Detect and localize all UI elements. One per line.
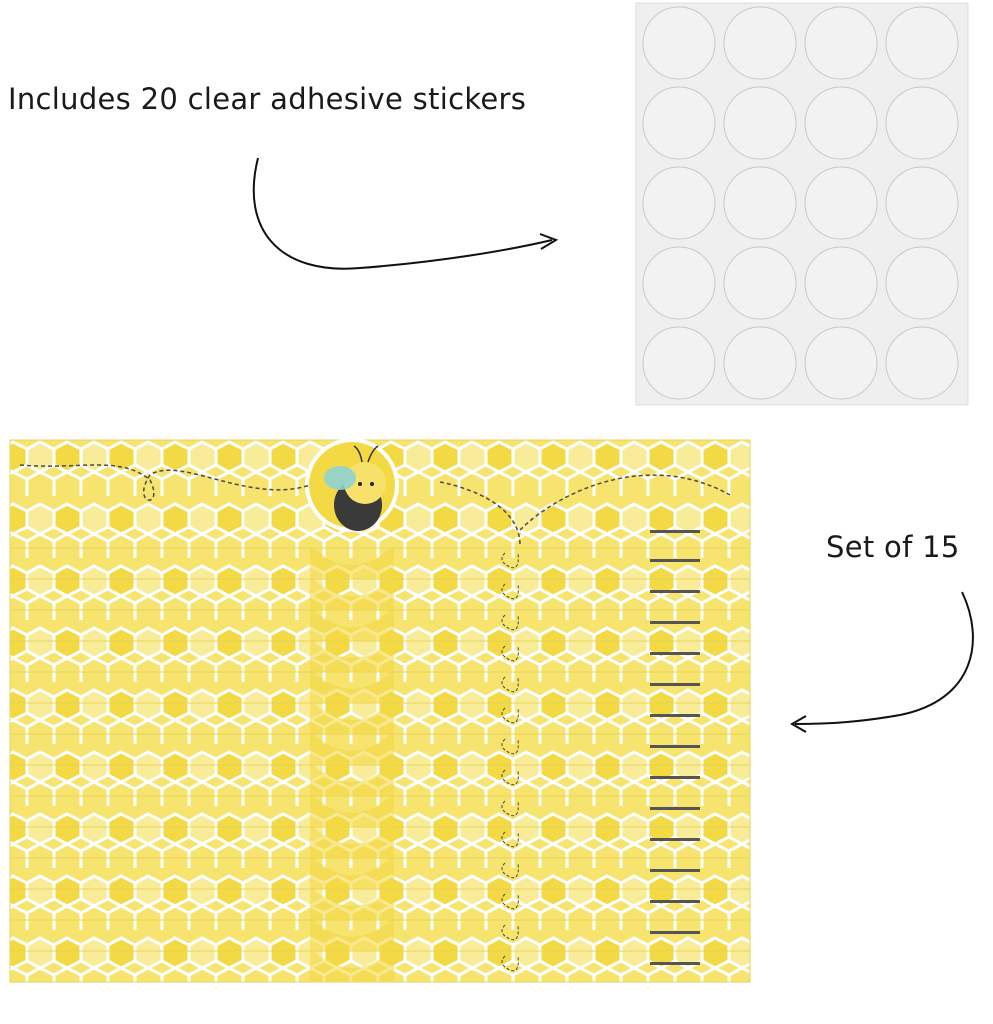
wrapper-strip [9,761,751,797]
sticker-circle [885,326,959,400]
sticker-circle [642,246,716,320]
wrapper-strip [9,885,751,921]
sticker-circle [723,166,797,240]
sticker-circle [804,326,878,400]
wrapper-strip [9,792,751,828]
sticker-circle [723,246,797,320]
sticker-circle [885,246,959,320]
sticker-sheet [635,2,969,406]
sticker-circle [642,326,716,400]
sticker-circle [642,86,716,160]
wrappers-caption: Set of 15 [826,530,960,564]
sticker-circle [804,166,878,240]
sticker-circle [723,86,797,160]
sticker-circle [723,6,797,80]
wrapper-strip [9,544,751,580]
arrow-to-stickers [252,157,553,270]
wrapper-strip [9,730,751,766]
sticker-circle [885,6,959,80]
sticker-circle [804,6,878,80]
wrapper-strip [9,916,751,952]
wrapper-strip [9,699,751,735]
wrapper-strip [9,854,751,890]
wrapper-strip [9,947,751,983]
arrow-to-wrappers [794,591,974,725]
sticker-circle [723,326,797,400]
sticker-circle [885,166,959,240]
wrapper-stack [9,439,751,983]
wrapper-strip [9,823,751,859]
sticker-circle [885,86,959,160]
wrapper-strip [9,637,751,673]
bee-emblem [305,438,399,532]
sticker-circle [804,246,878,320]
wrapper-strip [9,575,751,611]
wrapper-strip [9,606,751,642]
sticker-circle [804,86,878,160]
sticker-circle [642,166,716,240]
wrapper-strip [9,668,751,704]
stickers-caption: Includes 20 clear adhesive stickers [8,82,527,116]
sticker-circle [642,6,716,80]
